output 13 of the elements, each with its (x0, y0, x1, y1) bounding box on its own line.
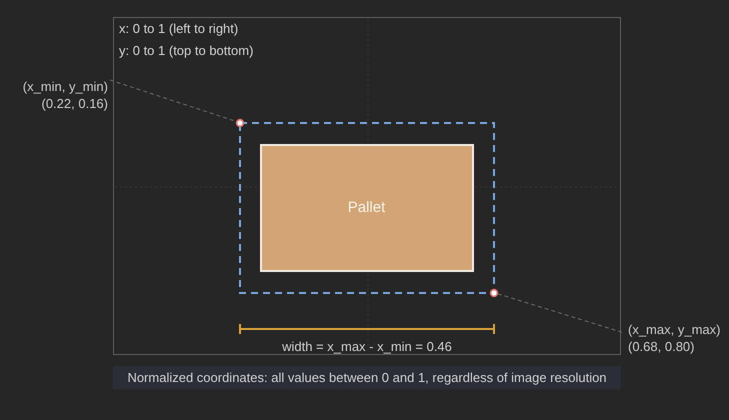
corner-point-icon (234, 118, 244, 128)
axis-note: x: 0 to 1 (left to right) (119, 21, 238, 37)
corner-label: (x_max, y_max) (0.68, 0.80) (628, 321, 726, 355)
bounding-box (238, 122, 494, 294)
axis-note: y: 0 to 1 (top to bottom) (119, 43, 254, 59)
corner-point-icon (488, 288, 498, 298)
leader-line (110, 80, 236, 122)
corner-label: (x_min, y_min) (0.22, 0.16) (10, 78, 108, 112)
dimension-label: width = x_max - x_min = 0.46 (281, 338, 453, 355)
image-frame (113, 17, 621, 355)
caption: Normalized coordinates: all values between 0 and 1, regardless of image resolution (113, 366, 621, 389)
object-box: Pallet (260, 144, 474, 272)
leader-line (498, 293, 622, 333)
